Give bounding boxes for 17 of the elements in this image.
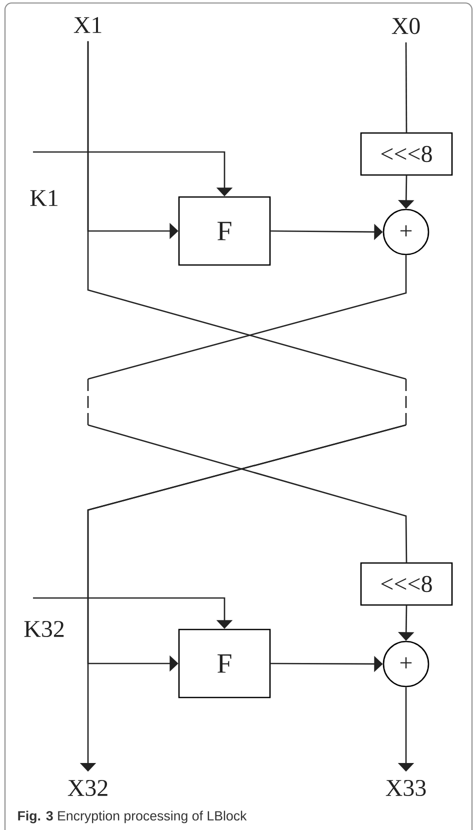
- function-box: F: [178, 196, 271, 266]
- connector-line: [87, 41, 406, 380]
- connector-line: [88, 255, 407, 380]
- variable-label: X32: [68, 780, 108, 796]
- signal-label: K1: [30, 190, 58, 206]
- signal-label: K32: [24, 620, 64, 638]
- arrow: [33, 151, 233, 196]
- arrow: [33, 597, 233, 629]
- rotation-box: <<<8: [360, 132, 453, 176]
- variable-label: X0: [392, 18, 420, 34]
- variable-label: X1: [74, 17, 102, 33]
- connector-line: [405, 42, 408, 132]
- function-box: F: [178, 628, 271, 698]
- connector-line: [88, 424, 408, 562]
- rotation-box: <<<8: [360, 562, 453, 606]
- variable-label: X33: [386, 780, 426, 796]
- caption: Fig. 3 Encryption processing of LBlock: [18, 810, 247, 824]
